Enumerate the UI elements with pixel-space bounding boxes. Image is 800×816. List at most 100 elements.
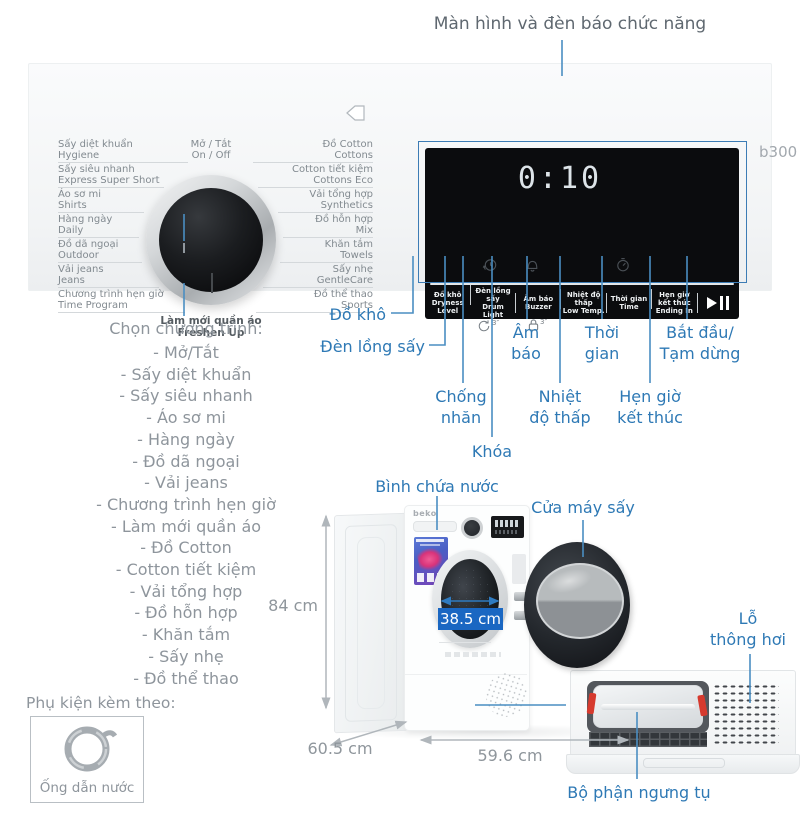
program-list-item: - Mở/Tắt xyxy=(153,343,219,362)
touch-button: Hẹn giờ kết thúc Ending In xyxy=(651,289,697,315)
callout-start-pause: Bắt đầu/ Tạm dừng xyxy=(659,323,741,363)
touch-button: Thời gian Time xyxy=(605,293,651,313)
program-label: Sấy siêu nhanh Express Super Short xyxy=(58,164,198,189)
program-label: Vải tổng hợp Synthetics xyxy=(233,189,373,214)
program-list-item: - Làm mới quần áo xyxy=(110,516,262,536)
drum-diameter-label: 38.5 cm xyxy=(438,608,503,630)
machine-side-panel xyxy=(334,512,408,734)
brand-logo: beko xyxy=(413,509,437,518)
door-hinge xyxy=(514,592,532,601)
accessory-name: Ống dẫn nước xyxy=(39,780,135,796)
program-list-item: - Sấy diệt khuẩn xyxy=(120,364,252,384)
program-list-item: - Đồ dã ngoại xyxy=(132,451,240,471)
kick-panel-seam xyxy=(405,674,527,675)
freshen-up-label: Làm mới quần áo Freshen Up xyxy=(160,315,262,339)
front-vent-perforation xyxy=(480,667,533,723)
water-hose-icon xyxy=(64,726,118,772)
callout-buzzer: Âm báo xyxy=(511,323,541,363)
callout-low-temp: Nhiệt độ thấp xyxy=(529,387,591,427)
program-label: Đồ thể thao Sports xyxy=(233,289,373,314)
child-lock-control: 3″ xyxy=(528,318,547,332)
program-label: Áo sơ mi Shirts xyxy=(58,189,198,214)
callout-drum-light: Đèn lồng sấy xyxy=(320,337,425,356)
display-highlight-frame xyxy=(418,141,747,283)
program-list-item: - Cotton tiết kiệm xyxy=(115,560,257,580)
callout-dryness: Đồ khô xyxy=(329,305,386,324)
vent-grille xyxy=(713,683,779,745)
page-title: Màn hình và đèn báo chức năng xyxy=(433,14,707,34)
width-dimension: 59.6 cm xyxy=(477,746,543,765)
dryer-door-open xyxy=(524,542,630,668)
pause-bar-icon xyxy=(726,296,729,310)
accessory-title: Phụ kiện kèm theo: xyxy=(26,694,176,712)
program-label: Sấy diệt khuẩn Hygiene xyxy=(58,139,198,164)
touch-button: Đèn lồng sấy Drum Light xyxy=(469,285,515,319)
callout-condenser: Bộ phận ngưng tụ xyxy=(567,783,711,802)
program-label: Đồ dã ngoại Outdoor xyxy=(58,239,198,264)
touch-button: Đồ khô Dryness Level xyxy=(431,291,464,315)
machine-knob xyxy=(461,517,483,539)
callout-vent: Lỗ thông hơi xyxy=(710,609,786,649)
water-tank-drawer xyxy=(413,521,457,532)
program-list-item: - Đồ Cotton xyxy=(140,538,232,558)
program-label: Vải jeans Jeans xyxy=(58,264,198,289)
program-label: Đồ hỗn hợp Mix xyxy=(233,214,373,239)
honeycomb-grid xyxy=(589,732,707,747)
program-list-item: - Vải tổng hợp xyxy=(129,581,243,601)
program-label: Cotton tiết kiệm Cottons Eco xyxy=(233,164,373,189)
start-pause-button xyxy=(697,287,739,319)
play-icon xyxy=(707,297,717,309)
program-label: Đồ Cotton Cottons xyxy=(233,139,373,164)
condenser-flap xyxy=(566,754,800,774)
lock-icon xyxy=(528,319,539,331)
callout-lock: Khóa xyxy=(471,442,513,461)
callout-water-tank: Bình chứa nước xyxy=(375,477,499,496)
knob-pointer xyxy=(211,273,213,293)
anti-crease-hold-label: 3″ xyxy=(492,319,500,327)
front-print-line xyxy=(439,642,491,643)
program-label: Hàng ngày Daily xyxy=(58,214,198,239)
program-list-item: - Sấy siêu nhanh xyxy=(119,386,253,406)
callout-ending-in: Hẹn giờ kết thúc xyxy=(617,387,683,427)
anti-crease-icon xyxy=(478,320,490,332)
callout-door: Cửa máy sấy xyxy=(531,498,635,517)
touch-button: Nhiệt độ thấp Low Temp. xyxy=(560,289,605,315)
display-time: 0:10 xyxy=(517,161,603,196)
condenser-handle-bar xyxy=(601,704,695,710)
height-dimension: 84 cm xyxy=(268,596,318,615)
program-list-title: Chọn chương trình: xyxy=(109,319,263,338)
touch-button: Âm báo Buzzer xyxy=(515,293,561,313)
pause-bar-icon xyxy=(720,296,723,310)
program-list-item: - Đồ thể thao xyxy=(133,668,239,688)
child-lock-hold-label: 3″ xyxy=(540,318,548,326)
series-badge: b300 xyxy=(759,143,798,161)
program-list-item: - Vải jeans xyxy=(144,473,228,493)
door-glass xyxy=(536,563,624,639)
front-print-icons xyxy=(445,652,501,657)
door-hinge xyxy=(514,611,532,620)
program-list-item: - Chương trình hẹn giờ xyxy=(96,494,276,514)
buzzer-bell-icon xyxy=(527,260,538,272)
anti-crease-control: 3″ xyxy=(477,319,499,333)
panel-divider-line xyxy=(430,283,734,285)
program-list-item: - Đồ hỗn hợp xyxy=(134,603,238,623)
depth-dimension: 60.5 cm xyxy=(307,739,373,758)
program-label: Khăn tắm Towels xyxy=(233,239,373,264)
timer-icon xyxy=(617,258,629,272)
callout-anti-crease: Chống nhăn xyxy=(435,387,487,427)
power-label: Mở / Tắt On / Off xyxy=(190,139,232,161)
program-label: Sấy nhẹ GentleCare xyxy=(233,264,373,289)
accessory-box: Ống dẫn nước xyxy=(30,716,144,803)
program-list-item: - Áo sơ mi xyxy=(146,408,226,428)
program-list-item: - Khăn tắm xyxy=(141,625,231,645)
condenser-closeup xyxy=(570,670,796,756)
program-label: Chương trình hẹn giờ Time Program xyxy=(58,289,198,314)
fashion-card xyxy=(512,554,526,584)
program-list-item: - Hàng ngày xyxy=(137,429,235,449)
